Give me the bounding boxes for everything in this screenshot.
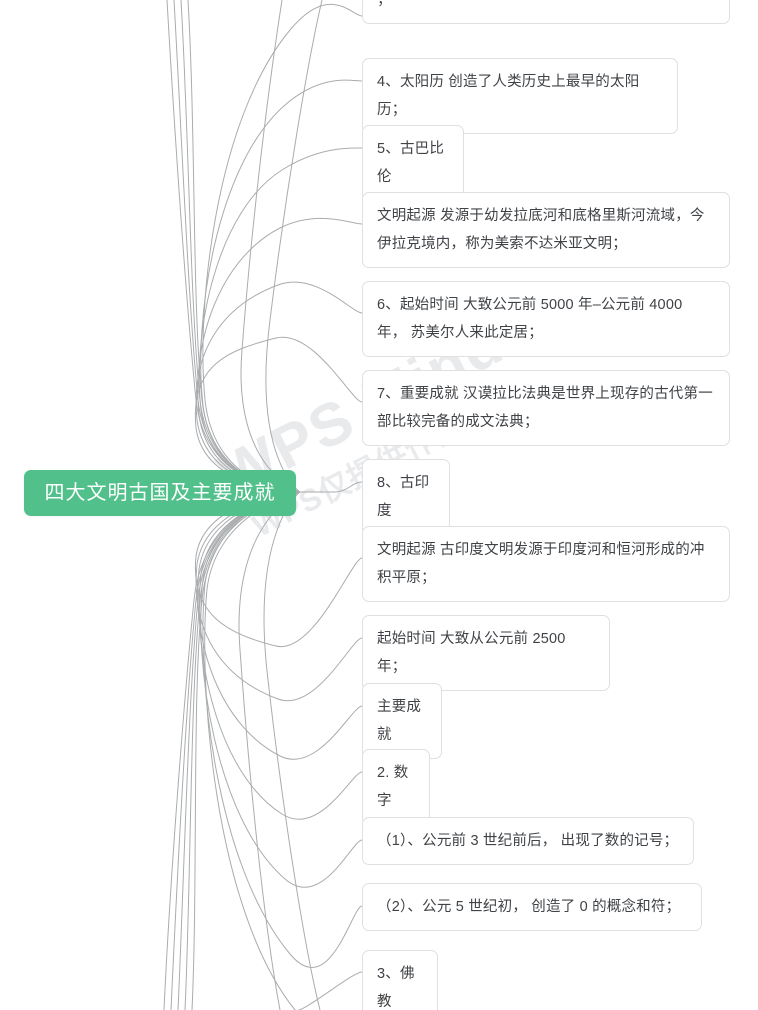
edge-offscreen-9 <box>164 492 300 1010</box>
node-ancient-babylon[interactable]: 5、古巴比伦 <box>362 125 464 201</box>
edge-offscreen-8 <box>171 492 300 1010</box>
node-buddhism[interactable]: 3、佛教 <box>362 950 438 1010</box>
edge-root-n2 <box>199 148 362 492</box>
root-node[interactable]: 四大文明古国及主要成就 <box>24 470 296 516</box>
node-numerals-item-1[interactable]: （1）、公元前 3 世纪前后， 出现了数的记号； <box>362 817 694 865</box>
node-ancient-india[interactable]: 8、古印度 <box>362 459 450 535</box>
node-babylon-origin[interactable]: 文明起源 发源于幼发拉底河和底格里斯河流域，今伊拉克境内，称为美索不达米亚文明； <box>362 192 730 268</box>
edge-root-n10 <box>199 492 362 819</box>
edge-root-n9 <box>198 492 362 759</box>
node-india-origin[interactable]: 文明起源 古印度文明发源于印度河和恒河形成的冲积平原； <box>362 526 730 602</box>
edge-offscreen-1 <box>188 0 300 492</box>
node-solar-calendar[interactable]: 4、太阳历 创造了人类历史上最早的太阳历； <box>362 58 678 134</box>
edge-root-n8 <box>196 492 362 701</box>
node-semicolon[interactable]: ； <box>362 0 730 24</box>
edge-root-n6 <box>300 482 362 492</box>
edge-root-n12 <box>203 492 362 967</box>
edge-root-n13 <box>205 492 362 1010</box>
edge-offscreen-5 <box>192 492 300 1010</box>
edge-root-n11 <box>201 492 362 887</box>
edge-offscreen-13 <box>266 0 322 492</box>
edge-root-n3 <box>198 218 362 492</box>
edge-offscreen-2 <box>181 0 300 492</box>
edge-offscreen-3 <box>174 0 300 492</box>
edge-root-n0 <box>203 4 362 492</box>
node-numerals-item-2[interactable]: （2）、公元 5 世纪初， 创造了 0 的概念和符； <box>362 883 702 931</box>
edge-offscreen-6 <box>185 492 300 1010</box>
edge-offscreen-4 <box>167 0 300 492</box>
edge-offscreen-7 <box>178 492 300 1010</box>
edge-root-n4 <box>196 282 362 492</box>
node-hammurabi-code[interactable]: 7、重要成就 汉谟拉比法典是世界上现存的古代第一部比较完备的成文法典； <box>362 370 730 446</box>
node-india-start-time[interactable]: 起始时间 大致从公元前 2500 年； <box>362 615 610 691</box>
node-numerals[interactable]: 2. 数字 <box>362 749 430 825</box>
node-babylon-start-time[interactable]: 6、起始时间 大致公元前 5000 年–公元前 4000 年， 苏美尔人来此定居… <box>362 281 730 357</box>
edge-root-n5 <box>195 337 362 492</box>
edge-offscreen-12 <box>241 0 300 492</box>
edge-offscreen-11 <box>264 492 320 1010</box>
node-main-achievements[interactable]: 主要成就 <box>362 683 442 759</box>
edge-offscreen-10 <box>239 492 300 1010</box>
edge-root-n1 <box>201 80 362 492</box>
root-node-label: 四大文明古国及主要成就 <box>44 482 276 504</box>
